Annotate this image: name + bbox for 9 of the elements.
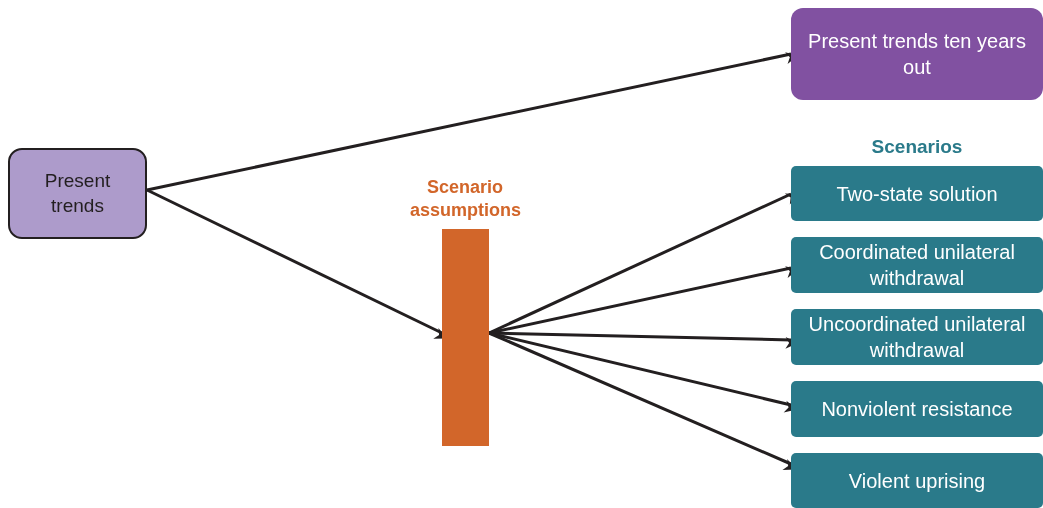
process-box: Two-state solution <box>791 166 1043 221</box>
process-box: Present trends ten years out <box>791 8 1043 100</box>
bar-heading: Scenario assumptions <box>410 176 520 221</box>
process-box: Uncoordinated unilateral withdrawal <box>791 309 1043 365</box>
group-heading: Scenarios <box>870 135 964 159</box>
process-box: Present trends <box>8 148 147 239</box>
process-box: Violent uprising <box>791 453 1043 508</box>
process-box: Coordinated unilateral withdrawal <box>791 237 1043 293</box>
process-box: Nonviolent resistance <box>791 381 1043 437</box>
